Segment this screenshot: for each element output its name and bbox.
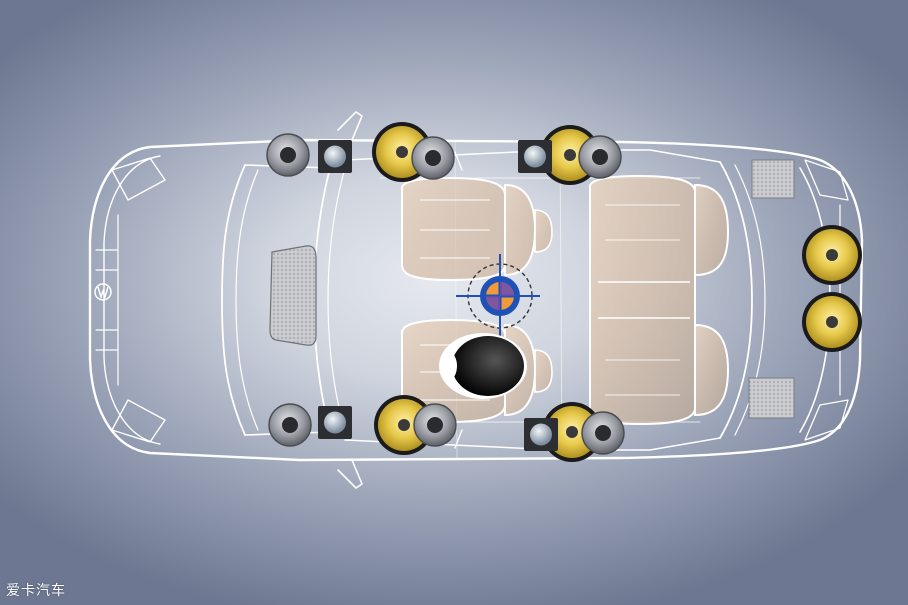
headlight-right [111, 399, 166, 443]
rear-bench-seat [588, 174, 730, 426]
hood-outline [221, 164, 246, 436]
listening-position-target-icon [456, 254, 540, 336]
mirror-right [337, 459, 363, 489]
center-panel-speaker-icon [269, 245, 317, 346]
midrange-speaker-icon [266, 133, 625, 455]
rear-panel-speaker-icon [748, 159, 795, 419]
car-outline [88, 111, 864, 489]
car-body-outline [88, 138, 864, 462]
rear-window-outline [719, 161, 753, 439]
headlight-left [111, 157, 166, 201]
front-seat-left [400, 176, 553, 282]
mirror-left [337, 111, 363, 141]
tweeter-icon [318, 140, 558, 451]
vw-logo-icon [94, 283, 112, 301]
watermark-logo: 爱卡汽车 [6, 583, 66, 599]
driver-head-icon [439, 333, 527, 399]
